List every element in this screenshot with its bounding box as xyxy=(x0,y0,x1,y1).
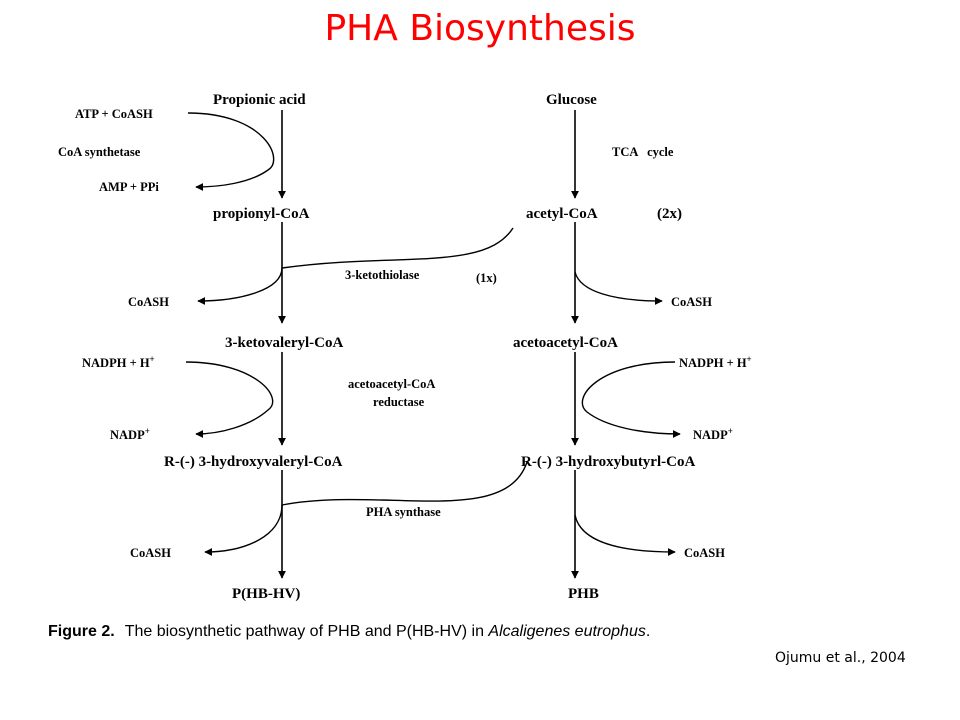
label-acetoacetyl-coa: acetoacetyl-CoA xyxy=(513,335,618,351)
slide-title: PHA Biosynthesis xyxy=(324,8,636,49)
label-propionic-acid: Propionic acid xyxy=(213,92,306,108)
synthase-curve xyxy=(281,461,528,506)
label-nadp-right: NADP+ xyxy=(693,426,733,442)
label-coash-left-2: CoASH xyxy=(130,546,171,560)
label-propionyl-coa: propionyl-CoA xyxy=(213,206,310,222)
label-coash-left-1: CoASH xyxy=(128,295,169,309)
label-hydroxybutyrl-coa: R-(-) 3-hydroxybutyrl-CoA xyxy=(521,454,695,470)
label-nadp-left: NADP+ xyxy=(110,426,150,442)
label-reductase-line2: reductase xyxy=(373,395,425,409)
label-ketothiolase: 3-ketothiolase xyxy=(345,268,420,282)
label-pha-synthase: PHA synthase xyxy=(366,505,441,519)
ketothiolase-curve xyxy=(281,227,514,269)
label-product-phbhv: P(HB-HV) xyxy=(232,586,300,602)
label-tca-cycle: TCA cycle xyxy=(612,145,674,159)
label-glucose: Glucose xyxy=(546,92,597,108)
label-nadph-left: NADPH + H+ xyxy=(82,354,155,370)
arrow-coash-right-1 xyxy=(574,271,663,305)
label-coash-right-1: CoASH xyxy=(671,295,712,309)
citation: Ojumu et al., 2004 xyxy=(775,650,906,666)
arrow-coash-left-1 xyxy=(197,267,283,305)
label-acetyl-coa: acetyl-CoA xyxy=(526,206,598,222)
arrow-coash-right-2 xyxy=(574,514,676,556)
crossover-curves xyxy=(281,227,528,506)
arrow-nadph-to-nadp-left xyxy=(185,361,274,438)
label-hydroxyvaleryl-coa: R-(-) 3-hydroxyvaleryl-CoA xyxy=(164,454,343,470)
label-coash-right-2: CoASH xyxy=(684,546,725,560)
label-amp-ppi: AMP + PPi xyxy=(99,180,159,194)
label-coa-synthetase: CoA synthetase xyxy=(58,145,141,159)
label-ketovaleryl-coa: 3-ketovaleryl-CoA xyxy=(225,335,343,351)
arrow-nadph-to-nadp-right xyxy=(581,361,681,438)
arrow-atp-to-amp xyxy=(187,112,275,191)
label-nadph-right: NADPH + H+ xyxy=(679,354,752,370)
right-side-arrows xyxy=(574,271,681,556)
label-product-phb: PHB xyxy=(568,586,599,602)
left-side-arrows xyxy=(185,112,283,556)
figure-caption: Figure 2.The biosynthetic pathway of PHB… xyxy=(48,623,650,640)
label-ketothiolase-mult: (1x) xyxy=(476,271,497,285)
arrow-coash-left-2 xyxy=(204,504,283,556)
label-atp-coash: ATP + CoASH xyxy=(75,107,153,121)
label-acetyl-mult: (2x) xyxy=(657,206,682,222)
label-reductase-line1: acetoacetyl-CoA xyxy=(348,377,435,391)
